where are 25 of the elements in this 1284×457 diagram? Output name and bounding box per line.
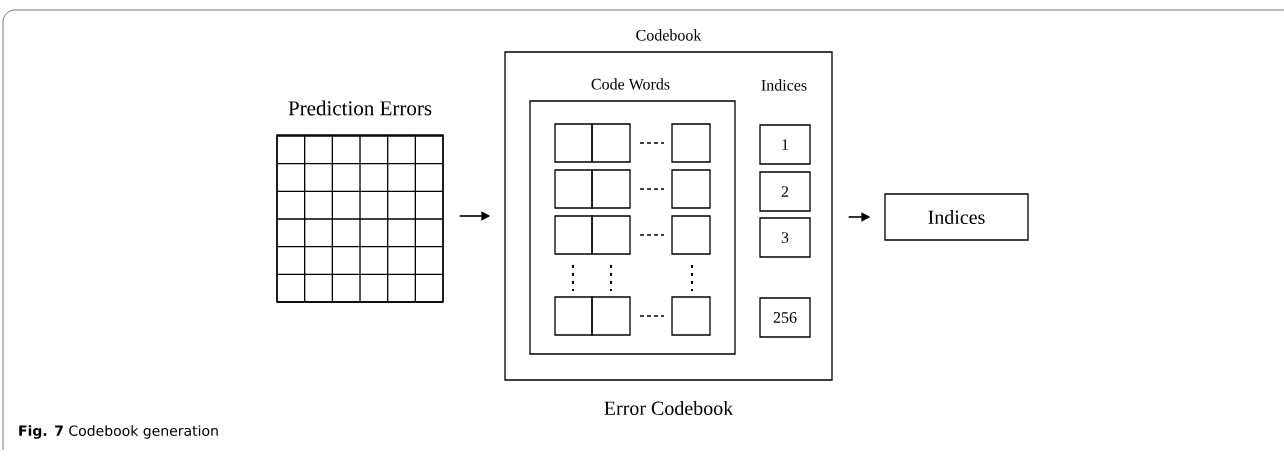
code-cell <box>554 215 593 255</box>
index-box: 3 <box>759 217 811 258</box>
code-cell <box>591 169 631 209</box>
code-cell <box>671 169 711 209</box>
code-cell <box>591 215 631 255</box>
code-cell <box>671 123 711 163</box>
index-box: 1 <box>759 124 811 165</box>
code-cell <box>554 123 593 163</box>
grid-drawing: Prediction Errors <box>276 100 444 303</box>
node-label: Code Words <box>591 78 670 90</box>
column-heading: Indices <box>761 79 807 91</box>
node-label: Prediction Errors <box>288 100 432 116</box>
code-cell <box>671 215 711 255</box>
code-words-box: Code Words <box>529 78 736 355</box>
code-cell <box>591 123 631 163</box>
figure-caption: Fig. 7 Codebook generation <box>19 425 218 439</box>
code-cell <box>554 296 593 336</box>
index-box: 256 <box>759 297 811 338</box>
index-box: 2 <box>759 171 811 212</box>
output-box: Indices <box>884 193 1029 241</box>
node-label: Codebook <box>636 29 702 41</box>
node-label: Error Codebook <box>604 400 734 416</box>
code-cell <box>671 296 711 336</box>
code-cell <box>554 169 593 209</box>
code-cell <box>591 296 631 336</box>
